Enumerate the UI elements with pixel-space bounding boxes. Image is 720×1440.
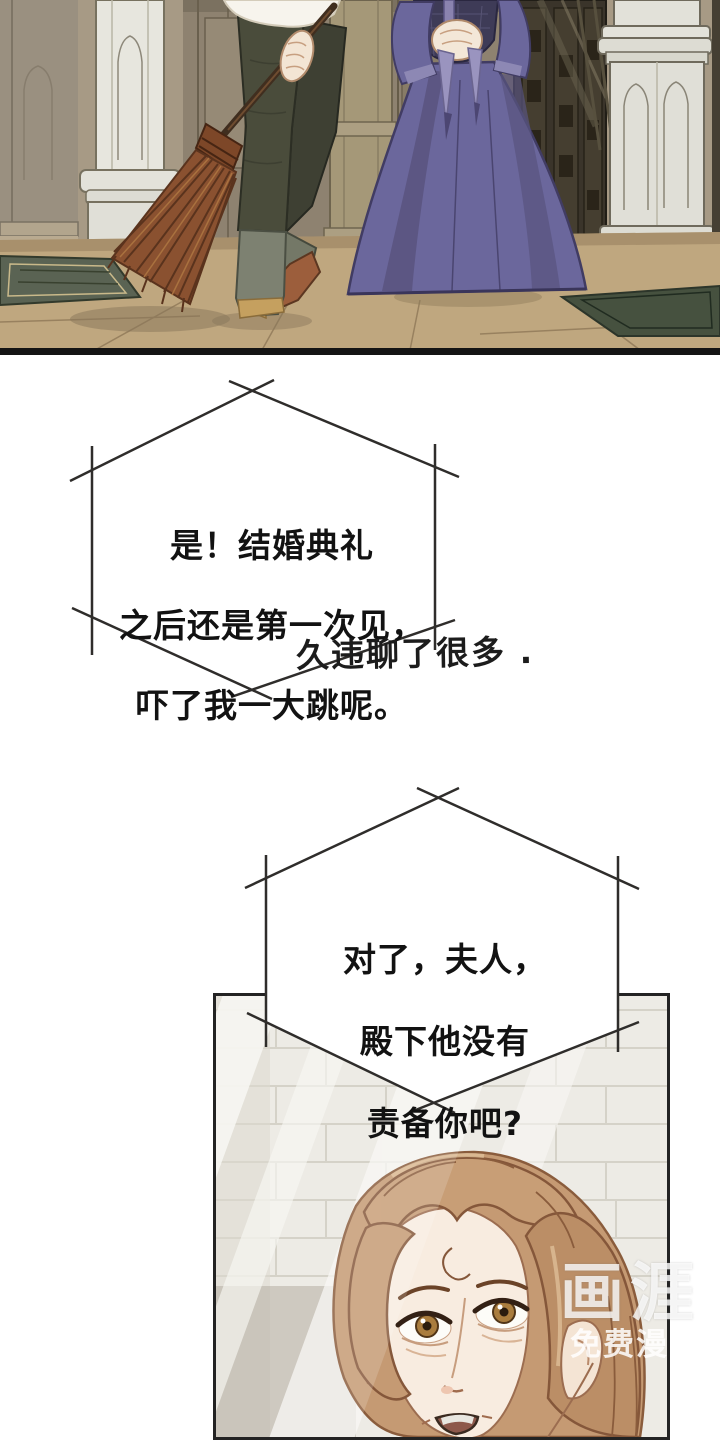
watermark-tagline: 免费漫画 <box>570 1327 702 1363</box>
bubble2-line1: 对了，夫人， <box>343 940 547 979</box>
bubble1-line3: 吓了我一大跳呢。 <box>136 686 408 725</box>
broom-head <box>107 122 244 313</box>
sweeping-figure <box>107 0 348 320</box>
bubble1-line1: 是！结婚典礼 <box>170 526 374 565</box>
left-rug <box>0 254 142 307</box>
hallway-scene-art <box>0 0 720 355</box>
bubble2-line2: 殿下他没有 <box>360 1022 530 1061</box>
aside-handwritten-text: 久违聊了很多 . <box>295 631 535 676</box>
bubble2-line3: 责备你吧? <box>366 1104 524 1143</box>
panel-border <box>0 348 720 355</box>
speech-bubble-2-text: 对了，夫人， 殿下他没有 责备你吧? <box>268 898 622 1185</box>
woman-face <box>332 1150 646 1437</box>
foot-shadow <box>212 312 312 330</box>
right-rug <box>559 284 720 337</box>
broom-shadow <box>70 306 230 332</box>
watermark-logo: 画涯 <box>560 1257 700 1331</box>
gowned-woman <box>346 0 588 296</box>
speech-bubble-1-text: 是！结婚典礼 之后还是第一次见， 吓了我一大跳呢。 <box>92 486 452 766</box>
comic-panel-hallway <box>0 0 720 355</box>
